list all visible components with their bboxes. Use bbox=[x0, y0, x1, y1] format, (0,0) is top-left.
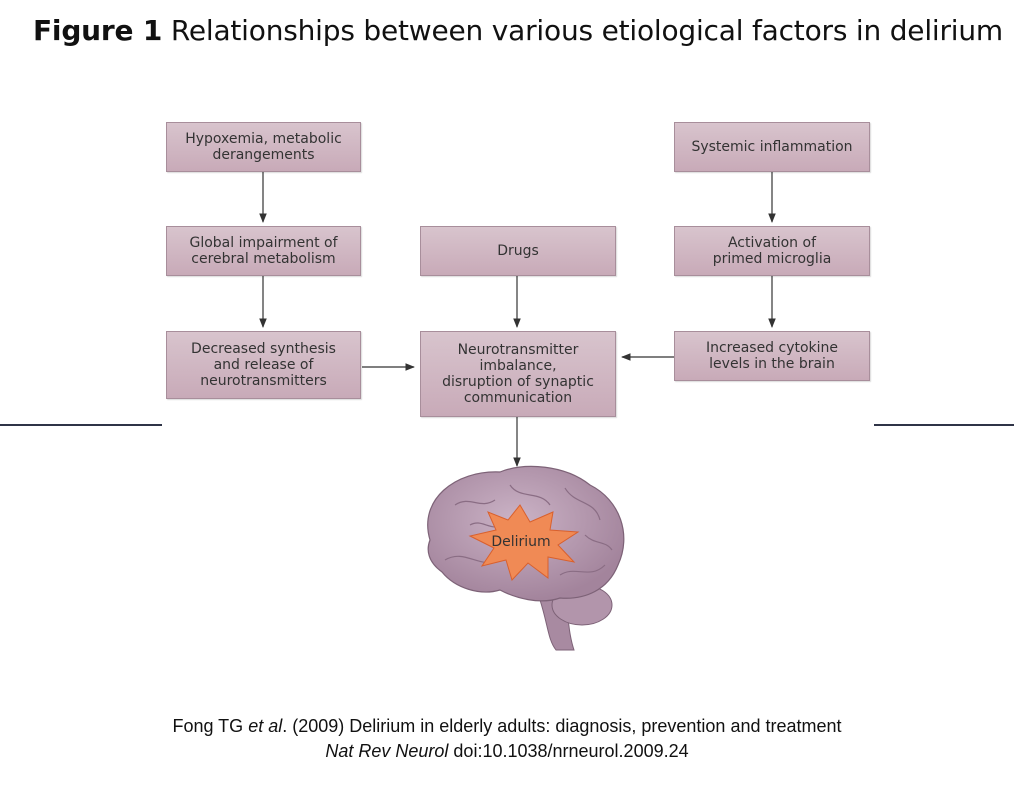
citation-etal: et al bbox=[248, 716, 283, 736]
box-drugs: Drugs bbox=[420, 226, 616, 276]
divider-right bbox=[874, 424, 1014, 426]
figure-caption: Relationships between various etiologica… bbox=[170, 14, 1004, 47]
citation-line-2: Nat Rev Neurol doi:10.1038/nrneurol.2009… bbox=[325, 741, 689, 761]
citation-journal: Nat Rev Neurol bbox=[325, 741, 449, 761]
brain-illustration: Delirium bbox=[427, 465, 625, 651]
figure-title: Figure 1 Relationships between various e… bbox=[33, 14, 1003, 47]
figure-label: Figure 1 bbox=[33, 14, 163, 47]
divider-left bbox=[0, 424, 162, 426]
box-global-impairment: Global impairment of cerebral metabolism bbox=[166, 226, 361, 276]
delirium-label: Delirium bbox=[491, 534, 550, 550]
delirium-burst bbox=[468, 504, 580, 581]
box-neurotransmitter-imbalance: Neurotransmitter imbalance, disruption o… bbox=[420, 331, 616, 417]
citation-line-1: Fong TG et al. (2009) Delirium in elderl… bbox=[172, 716, 842, 736]
box-decreased-synthesis: Decreased synthesis and release of neuro… bbox=[166, 331, 361, 399]
box-increased-cytokine: Increased cytokine levels in the brain bbox=[674, 331, 870, 381]
box-activation-microglia: Activation of primed microglia bbox=[674, 226, 870, 276]
box-hypoxemia: Hypoxemia, metabolic derangements bbox=[166, 122, 361, 172]
brain-folds bbox=[444, 484, 613, 576]
box-systemic-inflammation: Systemic inflammation bbox=[674, 122, 870, 172]
